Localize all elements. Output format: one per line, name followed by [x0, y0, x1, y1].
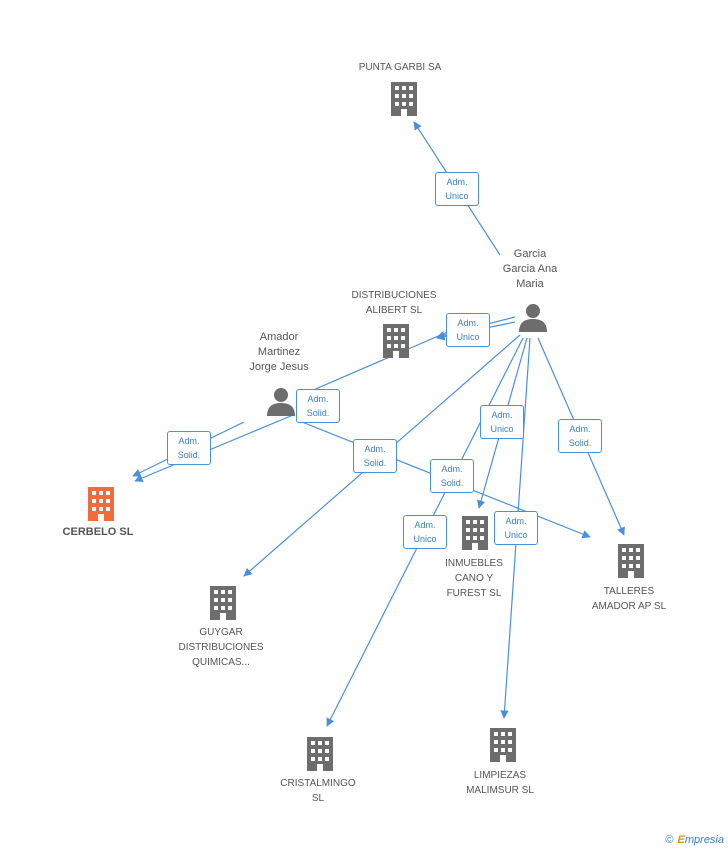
node-label-garcia[interactable]: Garcia Garcia Ana Maria [502, 248, 558, 290]
node-label-limpiezas[interactable]: LIMPIEZAS MALIMSUR SL [466, 770, 534, 796]
edge-label[interactable]: Adm. Unico [480, 405, 524, 439]
node-label-punta-garbi[interactable]: PUNTA GARBI SA [358, 62, 442, 73]
node-label-amador[interactable]: Amador Martinez Jorge Jesus [249, 331, 309, 373]
building-icon[interactable] [460, 516, 490, 550]
edge-label[interactable]: Adm. Solid. [296, 389, 340, 423]
building-icon[interactable] [488, 728, 518, 762]
node-label-cerbelo[interactable]: CERBELO SL [62, 526, 134, 538]
brand-logo-text: mpresia [684, 834, 724, 846]
main-building-icon[interactable] [86, 487, 116, 521]
person-icon[interactable] [518, 302, 548, 332]
edge-label[interactable]: Adm. Solid. [558, 419, 602, 453]
building-icon[interactable] [389, 82, 419, 116]
footer-brand[interactable]: ©Empresia [665, 834, 724, 846]
edge-label[interactable]: Adm. Unico [435, 172, 479, 206]
edge-label[interactable]: Adm. Solid. [167, 431, 211, 465]
brand-logo-letter: E [677, 834, 685, 846]
person-icon[interactable] [266, 386, 296, 416]
edge-label[interactable]: Adm. Unico [494, 511, 538, 545]
copyright-symbol: © [665, 834, 674, 846]
building-icon[interactable] [305, 737, 335, 771]
edge-label[interactable]: Adm. Unico [403, 515, 447, 549]
building-icon[interactable] [616, 544, 646, 578]
building-icon[interactable] [208, 586, 238, 620]
node-label-inmuebles[interactable]: INMUEBLES CANO Y FUREST SL [445, 558, 503, 599]
building-icon[interactable] [381, 324, 411, 358]
node-label-talleres[interactable]: TALLERES AMADOR AP SL [591, 586, 667, 612]
edge-label[interactable]: Adm. Solid. [353, 439, 397, 473]
edge-amador-cerbelo-b [134, 414, 294, 482]
edge-label[interactable]: Adm. Solid. [430, 459, 474, 493]
node-label-cristalmingo[interactable]: CRISTALMINGO SL [280, 778, 356, 804]
node-label-distribuciones-alibert[interactable]: DISTRIBUCIONES ALIBERT SL [351, 290, 437, 316]
edge-label[interactable]: Adm. Unico [446, 313, 490, 347]
node-label-guygar[interactable]: GUYGAR DISTRIBUCIONES QUIMICAS... [178, 627, 264, 668]
